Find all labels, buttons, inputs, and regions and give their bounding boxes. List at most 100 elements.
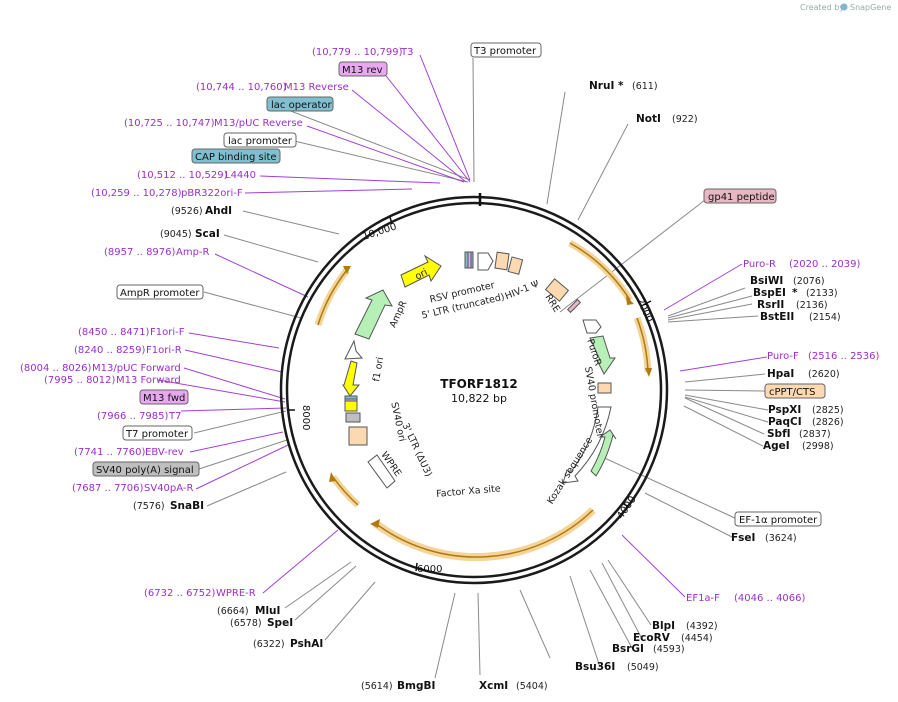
m13puc-rev-label: M13/pUC Reverse (214, 118, 303, 129)
noti-enzyme: NotI (636, 113, 661, 125)
created-by-text: Created by (800, 3, 844, 12)
rsrii-position: (2136) (796, 300, 828, 311)
xcmi-enzyme: XcmI (479, 680, 508, 692)
f1ori-f-label: F1ori-F (150, 327, 185, 338)
f1ori-f-range: (8450 .. 8471) (78, 327, 150, 338)
rsrii-enzyme: RsrII (757, 299, 784, 311)
primer-leader-lines (157, 54, 768, 598)
bsteii-enzyme: BstEII (760, 311, 794, 323)
feature-ori: ori (413, 267, 429, 283)
blpi-enzyme: BlpI (652, 620, 675, 632)
lac-operator-box (266, 96, 334, 112)
wpre-r-label: WPRE-R (216, 588, 256, 599)
leader-lines (193, 57, 769, 679)
sv40-polya-box (92, 461, 200, 477)
t3-promoter-box (470, 42, 542, 58)
puro-r-range: (2020 .. 2039) (789, 259, 861, 270)
cppt-cts-box (764, 383, 826, 399)
bmgbi-enzyme: BmgBI (397, 680, 435, 692)
backbone-outer (279, 195, 669, 585)
mlui-enzyme: MluI (255, 605, 280, 617)
ampr-promoter-label: AmpR promoter (120, 288, 200, 299)
sbfi-position: (2837) (799, 429, 831, 440)
cppt-cts-label: cPPT/CTS (769, 387, 815, 398)
ef1a-f-label: EF1a-F (686, 593, 720, 604)
scai-position: (9045) (160, 229, 192, 240)
agei-position: (2998) (802, 441, 834, 452)
fsei-enzyme: FseI (731, 532, 755, 544)
f1ori-r-range: (8240 .. 8259) (74, 345, 146, 356)
plasmid-title: TFORF1812 (440, 377, 517, 391)
gp41-box (703, 188, 777, 204)
m13puc-fwd-label: M13/pUC Forward (92, 363, 181, 374)
lac-promoter-label: lac promoter (228, 136, 293, 147)
paqci-enzyme: PaqCI (768, 416, 802, 428)
pshai-enzyme: PshAI (290, 638, 323, 650)
sv40pa-r-range: (7687 .. 7706) (72, 483, 144, 494)
pbr322-range: (10,259 .. 10,278) (91, 188, 182, 199)
feature-factor-xa: Factor Xa site (436, 483, 501, 500)
snabi-position: (7576) (133, 501, 165, 512)
gp41-label: gp41 peptide (708, 192, 775, 203)
cap-site-label: CAP binding site (195, 152, 277, 163)
m13-reverse-range: (10,744 .. 10,760) (196, 82, 287, 93)
xcmi-position: (5404) (516, 681, 548, 692)
nrui-star: * (618, 80, 624, 92)
paqci-position: (2826) (812, 417, 844, 428)
ecorv-enzyme: EcoRV (633, 632, 671, 644)
m13-rev-label: M13 rev (342, 65, 383, 76)
m13-forward-range: (7995 .. 8012) (44, 375, 116, 386)
nrui-position: (611) (632, 81, 658, 92)
spei-enzyme: SpeI (267, 617, 293, 629)
pbr322-label: pBR322ori-F (181, 188, 243, 199)
t3-primer-range: (10,779 .. 10,799) (312, 47, 403, 58)
tick-label-8000: 8000 (300, 405, 311, 430)
feature-hiv1-psi: HIV-1 Ψ (503, 279, 540, 303)
noti-position: (922) (672, 114, 698, 125)
sv40pa-r-label: SV40pA-R (144, 483, 193, 494)
tick-label-6000: 6000 (417, 564, 442, 575)
l4440-range: (10,512 .. 10,529) (137, 170, 228, 181)
fsei-position: (3624) (765, 533, 797, 544)
bsu36i-enzyme: Bsu36I (575, 661, 615, 673)
tick-label-10000: 10,000 (361, 221, 398, 242)
snabi-enzyme: SnaBI (170, 500, 204, 512)
f1ori-r-label: F1ori-R (146, 345, 182, 356)
pshai-position: (6322) (253, 639, 285, 650)
pspxi-position: (2825) (812, 405, 844, 416)
feature-3ltr: 3' LTR (ΔU3) (399, 421, 433, 478)
t7-promoter-box (122, 425, 193, 441)
bspei-star: * (792, 287, 798, 299)
sbfi-enzyme: SbfI (767, 428, 791, 440)
pspxi-enzyme: PspXI (768, 404, 801, 416)
ef1a-promoter-box (734, 511, 822, 527)
m13-forward-label: M13 Forward (116, 375, 181, 386)
puro-f-label: Puro-F (767, 351, 799, 362)
puro-f-range: (2516 .. 2536) (808, 351, 880, 362)
sv40-polya-label: SV40 poly(A) signal (96, 465, 194, 476)
ef1a-f-range: (4046 .. 4066) (734, 593, 806, 604)
snapgene-logo-icon (840, 3, 848, 11)
bspei-position: (2133) (806, 288, 838, 299)
m13-fwd-label: M13 fwd (143, 393, 185, 404)
ahdi-position: (9526) (171, 206, 203, 217)
outer-arc-arrowheads (329, 266, 652, 528)
hpai-enzyme: HpaI (767, 368, 794, 380)
ecorv-position: (4454) (681, 633, 713, 644)
scai-enzyme: ScaI (195, 228, 220, 240)
outer-feature-arcs (314, 239, 652, 561)
bsiwi-enzyme: BsiWI (750, 275, 783, 287)
bsiwi-position: (2076) (793, 276, 825, 287)
m13puc-fwd-range: (8004 .. 8026) (20, 363, 92, 374)
ebv-rev-range: (7741 .. 7760) (74, 447, 146, 458)
t3-promoter-label: T3 promoter (473, 46, 537, 57)
bsu36i-position: (5049) (627, 662, 659, 673)
bsteii-position: (2154) (809, 312, 841, 323)
bsrgi-enzyme: BsrGI (612, 643, 644, 655)
ampr-promoter-box (116, 284, 204, 300)
hpai-position: (2620) (808, 369, 840, 380)
cap-site-box (191, 148, 281, 164)
lac-promoter-box (223, 132, 297, 148)
